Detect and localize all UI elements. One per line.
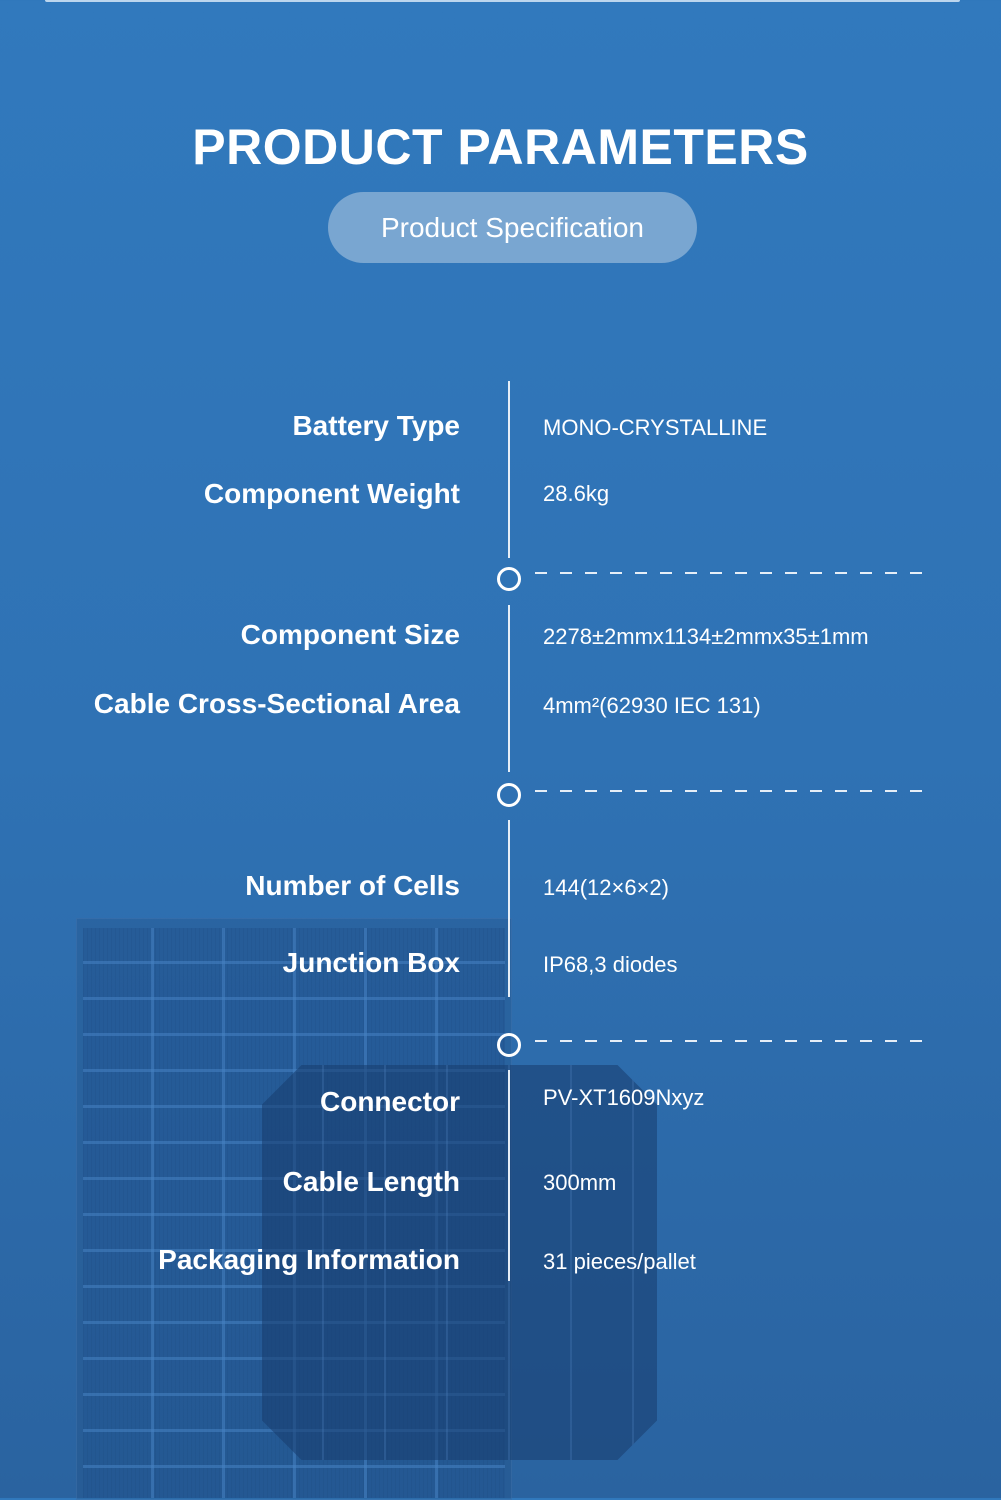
param-label: Connector (320, 1086, 460, 1117)
param-label: Number of Cells (245, 870, 460, 901)
timeline-node-icon (497, 1033, 521, 1057)
param-value: IP68,3 diodes (543, 952, 678, 977)
dashed-divider (535, 1040, 930, 1042)
timeline-node-icon (497, 567, 521, 591)
dashed-divider (535, 572, 930, 574)
section-badge-label: Product Specification (380, 211, 645, 243)
param-label: Component Weight (203, 478, 460, 509)
timeline-line (508, 820, 510, 997)
param-value: 28.6kg (543, 481, 610, 506)
timeline-line (508, 381, 510, 558)
page-title: PRODUCT PARAMETERS (192, 119, 809, 175)
param-label: Cable Cross-Sectional Area (93, 688, 460, 719)
param-value: 300mm (543, 1170, 617, 1195)
param-value: MONO-CRYSTALLINE (543, 415, 768, 440)
top-divider (45, 0, 960, 2)
timeline-node-icon (497, 783, 521, 807)
param-value: PV-XT1609Nxyz (543, 1085, 705, 1110)
param-label: Junction Box (282, 947, 460, 978)
param-label: Battery Type (292, 410, 460, 441)
solar-cell-graphic (262, 1065, 657, 1460)
param-label: Packaging Information (158, 1244, 460, 1275)
param-value: 2278±2mmx1134±2mmx35±1mm (543, 624, 869, 649)
timeline-line (508, 1070, 510, 1281)
dashed-divider (535, 790, 930, 792)
param-label: Component Size (240, 619, 460, 650)
param-value: 31 pieces/pallet (543, 1249, 696, 1274)
param-label: Cable Length (282, 1166, 460, 1197)
param-value: 144(12×6×2) (543, 875, 669, 900)
timeline-line (508, 605, 510, 772)
param-value: 4mm²(62930 IEC 131) (543, 693, 761, 718)
section-badge: Product Specification (328, 192, 697, 263)
